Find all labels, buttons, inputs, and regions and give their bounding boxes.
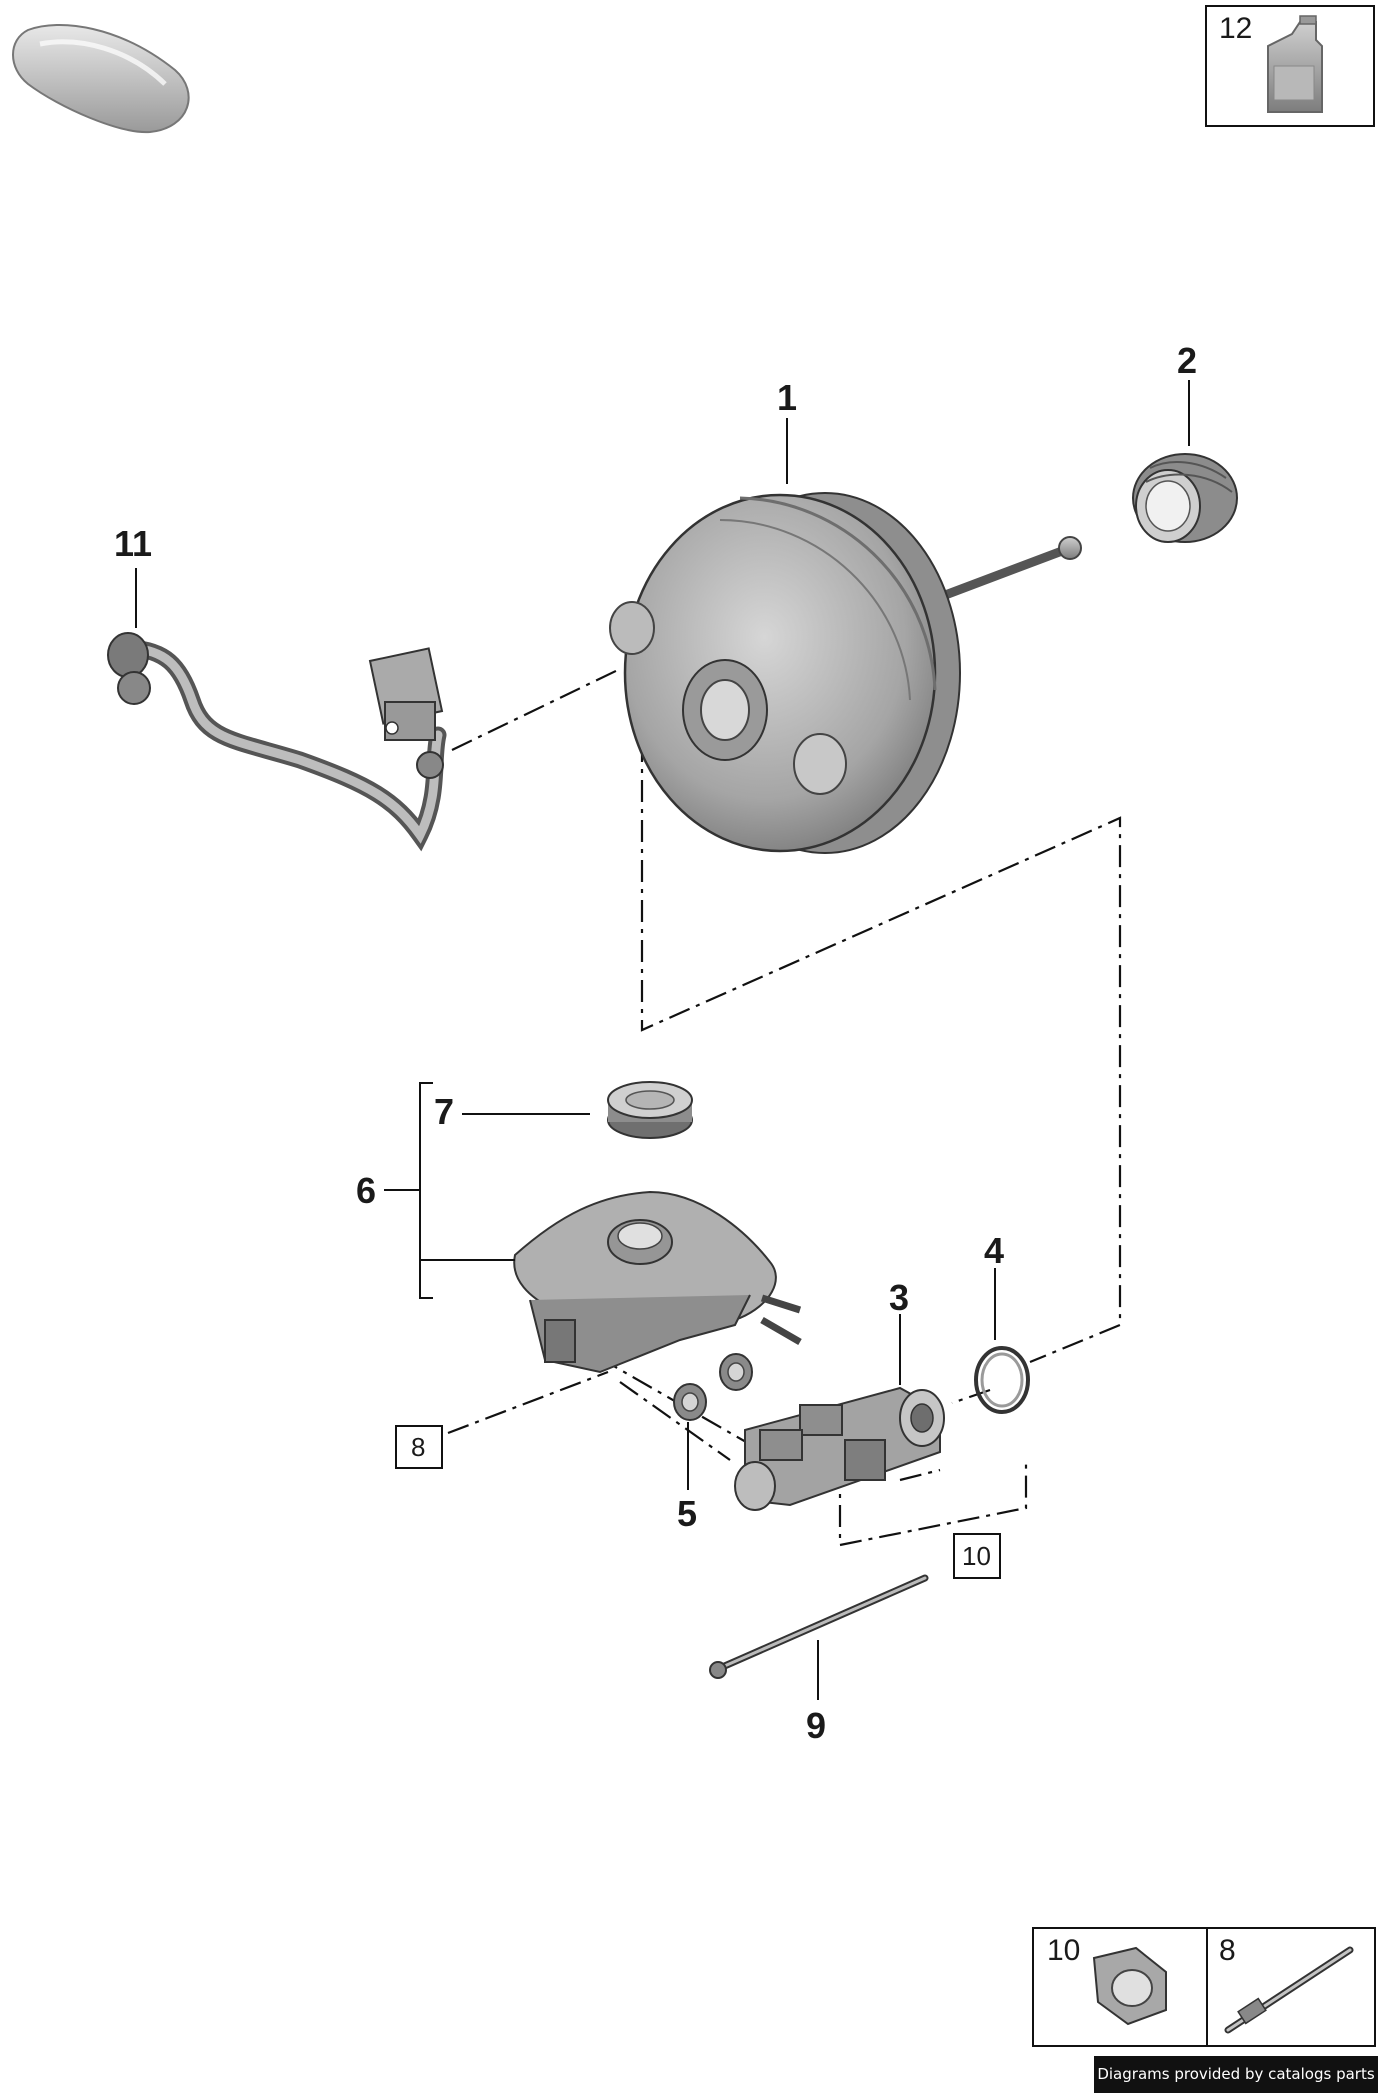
fluid-bottle-icon	[1267, 15, 1323, 113]
brake-booster[interactable]	[609, 492, 1082, 854]
boxed-ref-10[interactable]: 10	[953, 1533, 1001, 1579]
callout-2: 2	[1177, 340, 1197, 381]
svg-text:8: 8	[1219, 1934, 1236, 1967]
callout-9: 9	[806, 1705, 826, 1746]
callout-11: 11	[114, 523, 152, 564]
hex-nut-icon	[1092, 1946, 1167, 2026]
callout-6: 6	[356, 1170, 376, 1211]
callout-3: 3	[889, 1277, 909, 1318]
car-silhouette-icon	[12, 24, 190, 134]
push-rod[interactable]	[709, 1574, 929, 1679]
o-ring[interactable]	[974, 1346, 1030, 1414]
callout-4: 4	[984, 1230, 1004, 1271]
callout-5: 5	[677, 1493, 697, 1534]
booster-boot[interactable]	[1132, 453, 1238, 543]
boxed-ref-8[interactable]: 8	[395, 1425, 443, 1469]
vacuum-hose[interactable]	[107, 632, 447, 852]
header-box-number: 12	[1219, 12, 1252, 45]
header-part-box-12[interactable]: 12	[1205, 5, 1375, 127]
callouts: 1 2 3 4 5 6 7 9 11	[114, 340, 1197, 1746]
svg-text:8: 8	[411, 1432, 425, 1462]
reservoir-cap[interactable]	[607, 1081, 693, 1139]
master-cylinder[interactable]	[734, 1386, 945, 1511]
legend-box-10[interactable]: 10	[1032, 1927, 1208, 2047]
credit-banner: Diagrams provided by catalogs parts	[1094, 2056, 1378, 2093]
reservoir-seals[interactable]	[673, 1353, 753, 1421]
fluid-reservoir[interactable]	[513, 1190, 802, 1374]
leader-lines	[135, 380, 1190, 1700]
svg-text:10: 10	[1047, 1934, 1080, 1967]
stud-bolt-icon	[1224, 1946, 1354, 2034]
callout-7: 7	[434, 1091, 454, 1132]
svg-text:10: 10	[962, 1541, 991, 1571]
legend-box-8[interactable]: 8	[1206, 1927, 1376, 2047]
callout-1: 1	[777, 377, 797, 418]
